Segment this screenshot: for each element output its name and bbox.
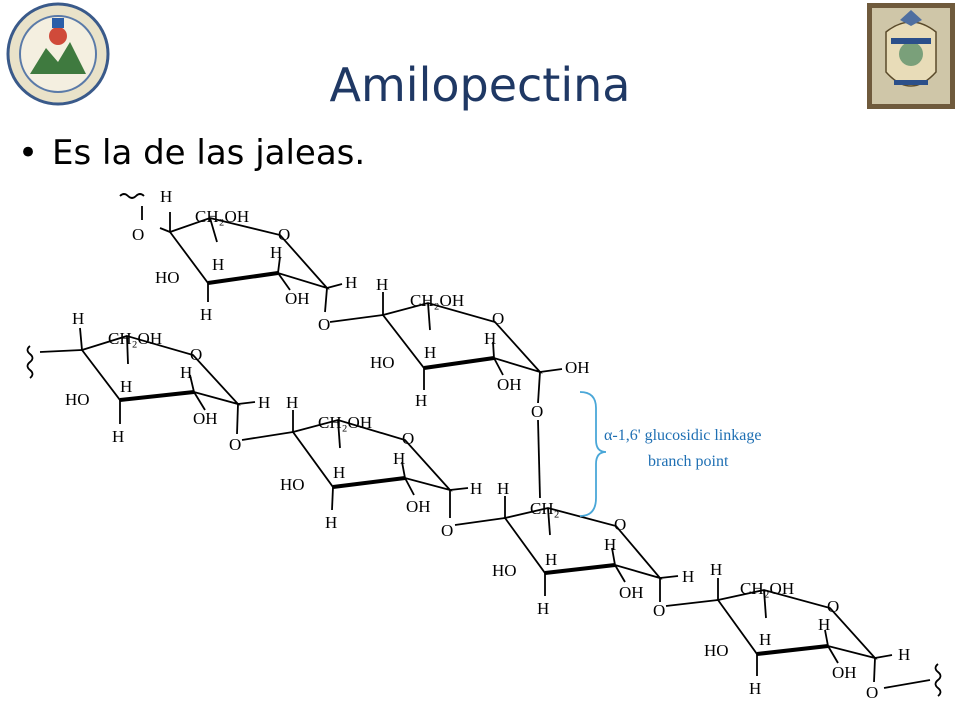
atom-label: H — [818, 615, 830, 634]
atom-labels: H O CH₂OH O HO H H OH H H O H CH₂OH O HO… — [65, 187, 910, 702]
atom-label: HO — [280, 475, 305, 494]
atom-label: H — [759, 630, 771, 649]
atom-label: O — [653, 601, 665, 620]
atom-label: HO — [370, 353, 395, 372]
atom-label: OH — [619, 583, 644, 602]
atom-label: CH₂OH — [740, 579, 794, 598]
atom-label: H — [682, 567, 694, 586]
bullet-text: Es la de las jaleas. — [52, 133, 366, 173]
faculty-crest-logo — [867, 3, 955, 109]
atom-label: H — [484, 329, 496, 348]
atom-label: H — [415, 391, 427, 410]
atom-label: OH — [565, 358, 590, 377]
atom-label: H — [424, 343, 436, 362]
branch-bracket — [579, 391, 607, 517]
atom-label: OH — [285, 289, 310, 308]
atom-label: HO — [65, 390, 90, 409]
atom-label: O — [190, 345, 202, 364]
atom-label: O — [531, 402, 543, 421]
atom-label: H — [180, 363, 192, 382]
slide-title: Amilopectina — [329, 58, 631, 112]
atom-label: O — [278, 225, 290, 244]
atom-label: O — [402, 429, 414, 448]
atom-label: O — [866, 683, 878, 702]
atom-label: H — [112, 427, 124, 446]
bullet-item: • Es la de las jaleas. — [18, 133, 365, 173]
annotation-line-2: branch point — [648, 453, 729, 470]
atom-label: H — [270, 243, 282, 262]
atom-label: O — [827, 597, 839, 616]
atom-label: H — [258, 393, 270, 412]
atom-label: O — [229, 435, 241, 454]
atom-label: H — [325, 513, 337, 532]
atom-label: HO — [155, 268, 180, 287]
atom-label: H — [72, 309, 84, 328]
annotation-line-1: α-1,6' glucosidic linkage — [604, 427, 761, 444]
atom-label: H — [898, 645, 910, 664]
atom-label: CH₂OH — [195, 207, 249, 226]
atom-label: OH — [193, 409, 218, 428]
atom-label: CH₂OH — [318, 413, 372, 432]
atom-label: O — [492, 309, 504, 328]
atom-label: OH — [406, 497, 431, 516]
atom-label: H — [160, 187, 172, 206]
atom-label: H — [497, 479, 509, 498]
atom-label: HO — [492, 561, 517, 580]
atom-label: H — [710, 560, 722, 579]
atom-label: H — [545, 550, 557, 569]
atom-label: H — [376, 275, 388, 294]
atom-label: H — [212, 255, 224, 274]
atom-label: O — [441, 521, 453, 540]
atom-label: CH₂OH — [410, 291, 464, 310]
atom-label: H — [393, 449, 405, 468]
atom-label: H — [286, 393, 298, 412]
atom-label: O — [132, 225, 144, 244]
atom-label: CH₂OH — [108, 329, 162, 348]
atom-label: H — [749, 679, 761, 698]
atom-label: H — [333, 463, 345, 482]
atom-label: O — [318, 315, 330, 334]
atom-label: OH — [497, 375, 522, 394]
atom-label: H — [604, 535, 616, 554]
atom-label: OH — [832, 663, 857, 682]
atom-label: H — [537, 599, 549, 618]
bullet-dot-icon: • — [18, 133, 39, 173]
atom-label: H — [200, 305, 212, 324]
atom-label: CH₂ — [530, 499, 560, 518]
university-seal-logo — [6, 2, 110, 106]
atom-label: H — [470, 479, 482, 498]
atom-label: H — [120, 377, 132, 396]
atom-label: HO — [704, 641, 729, 660]
atom-label: H — [345, 273, 357, 292]
atom-label: O — [614, 515, 626, 534]
